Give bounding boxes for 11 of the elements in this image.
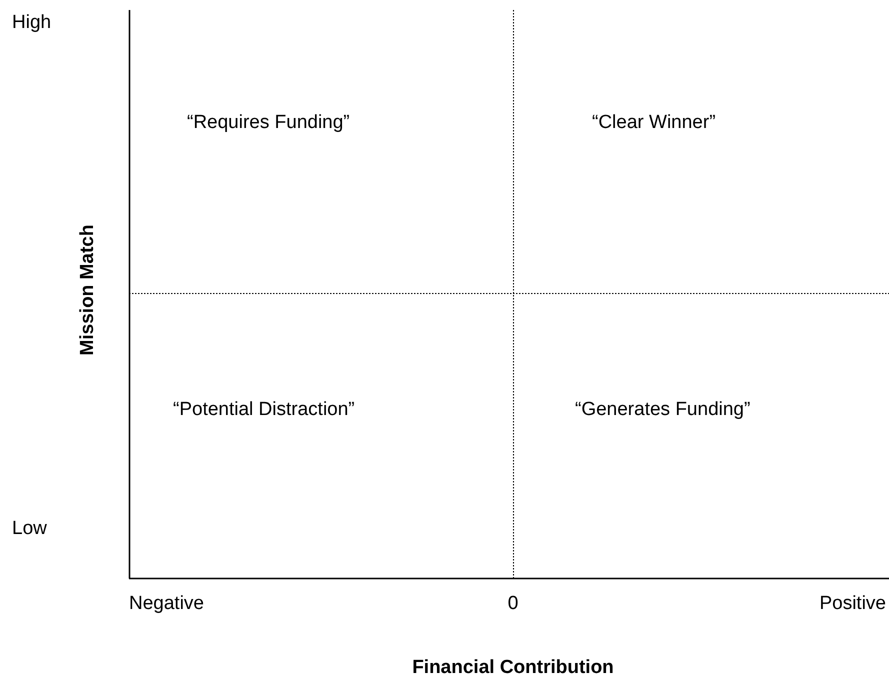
quadrant-label: “Clear Winner” (592, 112, 716, 134)
axis-tick-label: Negative (129, 593, 204, 615)
axis-title: Financial Contribution (412, 657, 614, 679)
axis-title: Mission Match (77, 224, 99, 356)
axis-tick-label: Positive (819, 593, 886, 615)
quadrant-label: “Potential Distraction” (173, 399, 355, 421)
axis-tick-label: Low (12, 518, 47, 540)
quadrant-label: “Requires Funding” (187, 112, 350, 134)
axis-tick-label: High (12, 12, 52, 34)
quadrant-label: “Generates Funding” (575, 399, 750, 421)
axis-tick-label: 0 (508, 593, 518, 615)
